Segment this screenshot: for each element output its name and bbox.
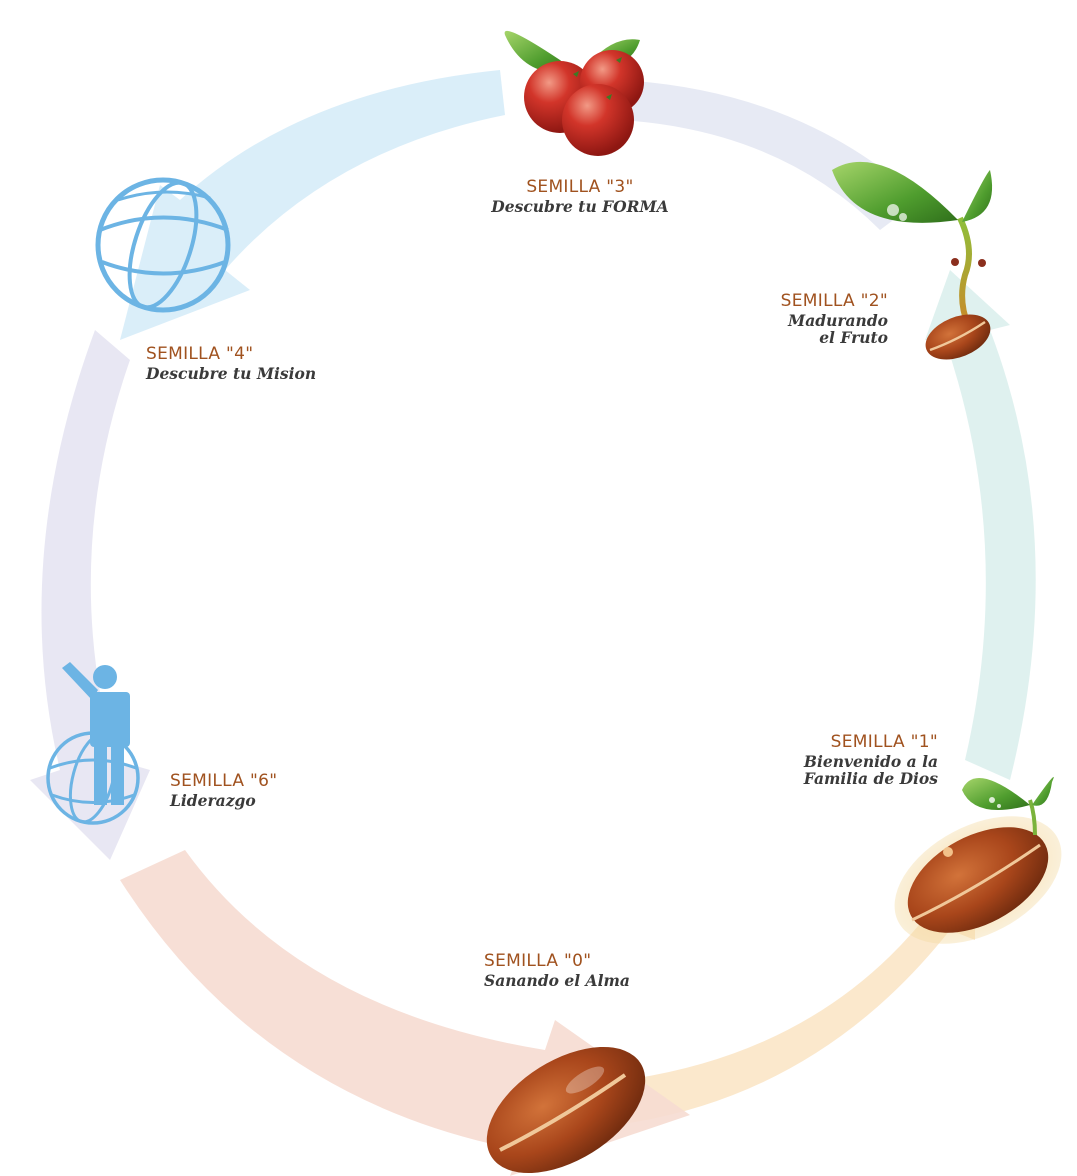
cycle-arrows — [30, 60, 1036, 1176]
globe-icon — [95, 177, 231, 313]
arrow-segment-3-to-4 — [120, 70, 505, 340]
stage-label-3: SEMILLA "3" Descubre tu FORMA — [450, 177, 710, 216]
stage-label-2: SEMILLA "2" Madurando el Fruto — [780, 291, 888, 348]
arrow-segment-1-to-2 — [925, 270, 1036, 780]
stage-title-3: SEMILLA "3" — [526, 177, 634, 197]
stage-subtitle-1-line2: Familia de Dios — [803, 769, 938, 789]
leader-globe-icon — [46, 662, 140, 825]
sprouting-seed-icon — [894, 776, 1062, 944]
stage-label-1: SEMILLA "1" Bienvenido a la Familia de D… — [803, 732, 938, 789]
tomato-fruit-icon — [504, 30, 644, 156]
stage-title-0: SEMILLA "0" — [484, 951, 592, 971]
stage-subtitle-0: Sanando el Alma — [484, 970, 630, 990]
stage-subtitle-2-line2: el Fruto — [819, 328, 888, 348]
arrow-segment-2-to-3 — [560, 60, 920, 230]
arrow-segment-4-to-6 — [30, 330, 150, 860]
stage-label-0: SEMILLA "0" Sanando el Alma — [484, 951, 630, 990]
seed-icon — [486, 1046, 646, 1174]
stage-subtitle-2: Madurando — [788, 310, 888, 330]
stage-title-6: SEMILLA "6" — [170, 771, 278, 791]
stage-subtitle-3: Descubre tu FORMA — [491, 196, 669, 216]
stage-subtitle-4: Descubre tu Mision — [146, 363, 317, 383]
stage-subtitle-6: Liderazgo — [170, 790, 256, 810]
stage-title-2: SEMILLA "2" — [780, 291, 888, 311]
stage-title-4: SEMILLA "4" — [146, 344, 254, 364]
seedling-icon — [832, 161, 993, 360]
stage-label-4: SEMILLA "4" Descubre tu Mision — [146, 344, 317, 383]
stage-label-6: SEMILLA "6" Liderazgo — [170, 771, 278, 810]
stage-title-1: SEMILLA "1" — [830, 732, 938, 752]
stage-subtitle-1: Bienvenido a la — [803, 751, 938, 771]
